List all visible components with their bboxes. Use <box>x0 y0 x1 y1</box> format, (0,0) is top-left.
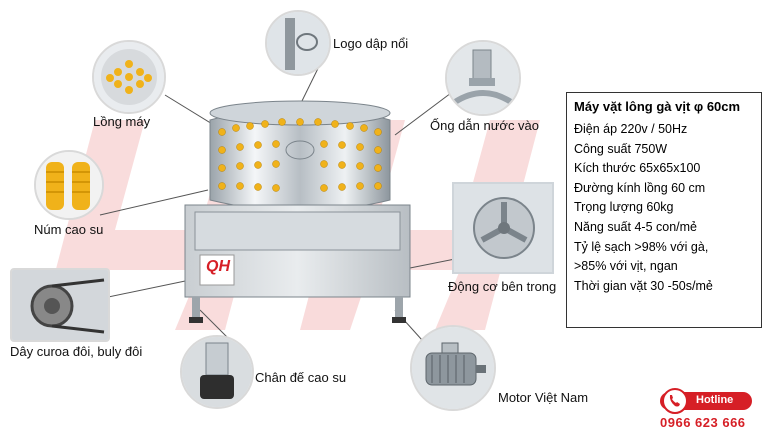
brand-plate-text: QH <box>206 258 230 275</box>
rubber-finger-label: Núm cao su <box>34 222 104 237</box>
spec-line: Năng suất 4-5 con/mẻ <box>574 219 697 234</box>
logo-thumbnail <box>265 10 331 76</box>
rubber-finger-thumbnail <box>34 150 104 220</box>
rubber-feet-thumbnail <box>180 335 254 409</box>
water-pipe-thumbnail <box>445 40 521 116</box>
cage-thumbnail <box>92 40 166 114</box>
phone-icon <box>662 388 688 414</box>
hotline-badge[interactable]: Hotline <box>660 388 760 414</box>
hotline-label: Hotline <box>696 394 734 406</box>
spec-line: Thời gian vặt 30 -50s/mẻ <box>574 278 713 293</box>
inner-motor-label: Động cơ bên trong <box>448 279 557 294</box>
inner-motor-thumbnail <box>452 182 554 274</box>
belt-thumbnail <box>10 268 110 342</box>
spec-line: Công suất 750W <box>574 141 668 156</box>
motor-brand-label: Motor Việt Nam <box>498 390 589 405</box>
motor-thumbnail <box>410 325 496 411</box>
belt-label: Dây curoa đôi, buly đôi <box>10 344 143 359</box>
logo-label: Logo dập nổi <box>333 36 409 51</box>
spec-line: Kích thước 65x65x100 <box>574 161 701 176</box>
cage-label: Lồng máy <box>93 114 151 129</box>
spec-title: Máy vặt lông gà vịt φ 60cm <box>574 99 741 114</box>
spec-line: Trọng lượng 60kg <box>574 200 674 215</box>
water-pipe-label: Ống dẫn nước vào <box>430 118 540 133</box>
spec-line: Đường kính lồng 60 cm <box>574 180 706 195</box>
spec-line: Điện áp 220v / 50Hz <box>574 122 688 136</box>
hotline-number[interactable]: 0966 623 666 <box>660 415 746 430</box>
spec-line: >85% với vịt, ngan <box>574 259 678 274</box>
rubber-feet-label: Chân đế cao su <box>255 370 347 385</box>
spec-line: Tỷ lệ sạch >98% với gà, <box>574 239 709 254</box>
spec-panel: Máy vặt lông gà vịt φ 60cm Điện áp 220v … <box>566 92 762 328</box>
